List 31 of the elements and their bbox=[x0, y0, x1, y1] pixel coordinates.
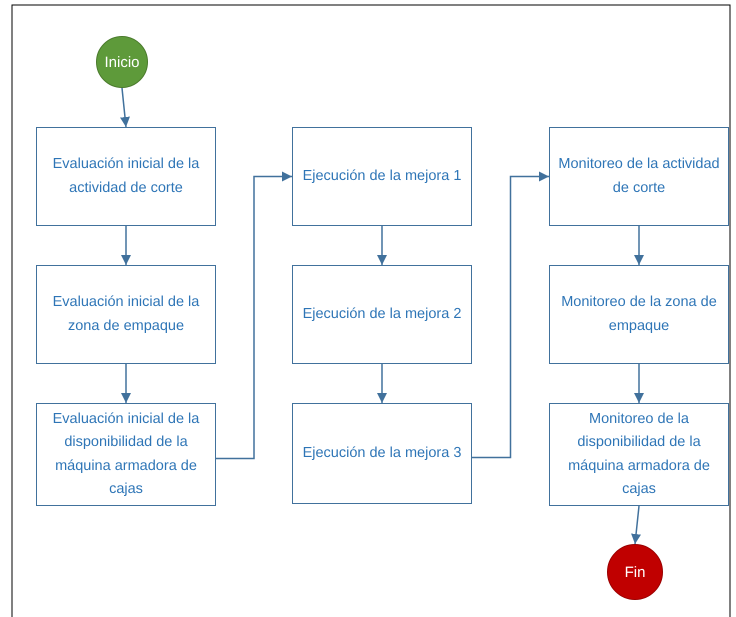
arrow bbox=[634, 364, 644, 403]
node-label: Inicio bbox=[104, 54, 140, 70]
process-box bbox=[36, 265, 216, 364]
step-text: Ejecución de la mejora 3 bbox=[302, 444, 462, 463]
process-box bbox=[36, 127, 216, 226]
process-box bbox=[549, 127, 729, 226]
arrow bbox=[121, 364, 131, 403]
step-text: Monitoreo de la zona de empaque bbox=[560, 293, 718, 336]
process-box bbox=[292, 127, 472, 226]
arrow bbox=[634, 226, 644, 265]
arrow bbox=[120, 88, 130, 128]
arrow bbox=[216, 172, 292, 460]
arrow bbox=[121, 226, 131, 265]
node-label: Fin bbox=[624, 564, 646, 580]
arrow bbox=[631, 506, 642, 544]
step-text: Monitoreo de la disponibilidad de la máquina armadora de cajas bbox=[567, 410, 711, 499]
step-text: Evaluación inicial de la actividad de corte bbox=[52, 155, 200, 198]
process-box bbox=[36, 403, 216, 506]
step-text: Ejecución de la mejora 2 bbox=[302, 304, 462, 324]
step-text: Evaluación inicial de la zona de empaque bbox=[52, 293, 200, 336]
arrow bbox=[377, 226, 387, 265]
step-text: Ejecución de la mejora 1 bbox=[302, 166, 462, 186]
step-text: Monitoreo de la actividad de corte bbox=[557, 155, 721, 198]
start-circle bbox=[96, 36, 148, 88]
process-box bbox=[292, 403, 472, 504]
process-box bbox=[549, 403, 729, 506]
step-text: Evaluación inicial de la disponibilidad de la máquina armadora de cajas bbox=[52, 410, 200, 499]
process-box bbox=[549, 265, 729, 364]
arrow bbox=[377, 364, 387, 403]
arrow bbox=[472, 172, 549, 458]
process-box bbox=[292, 265, 472, 364]
